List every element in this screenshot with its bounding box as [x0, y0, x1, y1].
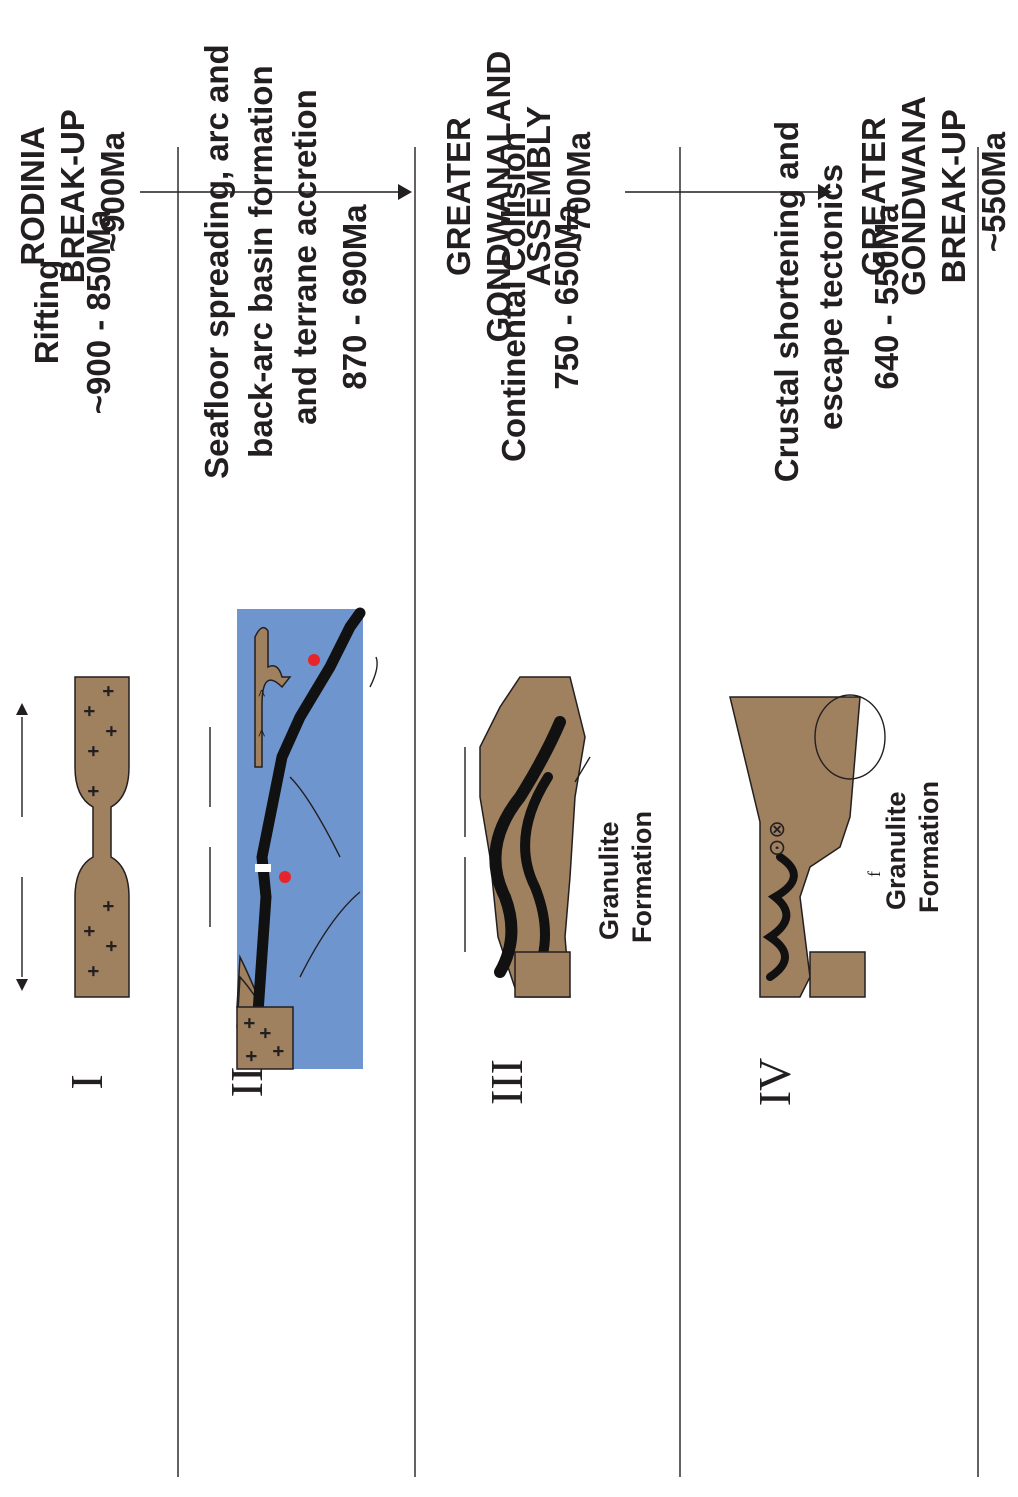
stage-4-escape-sketch: Granulite Formation ⊙⊗ f	[730, 695, 944, 997]
convection-arrow	[370, 657, 377, 687]
stage-2-age: 870 - 690Ma	[336, 204, 373, 390]
stage-4-age: 640 - 550Ma	[868, 204, 905, 390]
plus-sign: +	[98, 685, 120, 697]
plus-sign: +	[83, 745, 105, 757]
plus-sign: +	[268, 1045, 290, 1057]
plus-sign: +	[101, 725, 123, 737]
plus-sign: +	[239, 1017, 261, 1029]
plus-sign: +	[98, 900, 120, 912]
continental-crust-block	[810, 952, 865, 997]
magma-source-icon	[308, 654, 320, 666]
granulite-label-iv: Granulite Formation	[881, 781, 944, 913]
arrowhead	[16, 703, 28, 715]
plus-sign: +	[79, 705, 101, 717]
fault-label: f	[864, 871, 884, 877]
volcanic-arc-icon: >	[254, 729, 269, 737]
numeral-IV: IV	[749, 1058, 800, 1107]
stage-4-title: Crustal shortening and escape tectonics	[768, 112, 849, 482]
plus-sign: +	[79, 925, 101, 937]
stage-3-title: Continental Collision	[495, 132, 532, 462]
plus-sign: +	[101, 940, 123, 952]
stage-2-spreading-sketch: > > ++++	[210, 609, 377, 1069]
volcanic-arc-icon: >	[254, 689, 269, 697]
magma-source-icon	[279, 871, 291, 883]
plus-sign: +	[241, 1050, 263, 1062]
numeral-III: III	[481, 1059, 532, 1105]
granulite-label-iii: Granulite Formation	[594, 811, 657, 943]
arrowhead	[16, 979, 28, 991]
timeline-arrowhead-1	[398, 184, 412, 200]
stage-3-collision-sketch: Granulite Formation	[465, 677, 657, 997]
strike-slip-motion-icon: ⊙⊗	[764, 820, 789, 857]
numeral-I: I	[61, 1074, 112, 1089]
continental-crust-block	[515, 952, 570, 997]
stage-2-title: Seafloor spreading, arc and back-arc bas…	[198, 35, 323, 479]
stage-1-rifting-sketch: +++++++++	[16, 677, 129, 997]
plus-sign: +	[83, 965, 105, 977]
stage-1-title: Rifting	[28, 260, 65, 364]
spreading-ridge	[255, 864, 271, 872]
plus-sign: +	[83, 785, 105, 797]
stage-3-age: 750 - 650Ma	[548, 204, 585, 390]
stage-1-age: ~900 - 850Ma	[80, 209, 117, 414]
numeral-II: II	[221, 1067, 272, 1098]
stage-numerals: I II III IV	[61, 1058, 800, 1107]
